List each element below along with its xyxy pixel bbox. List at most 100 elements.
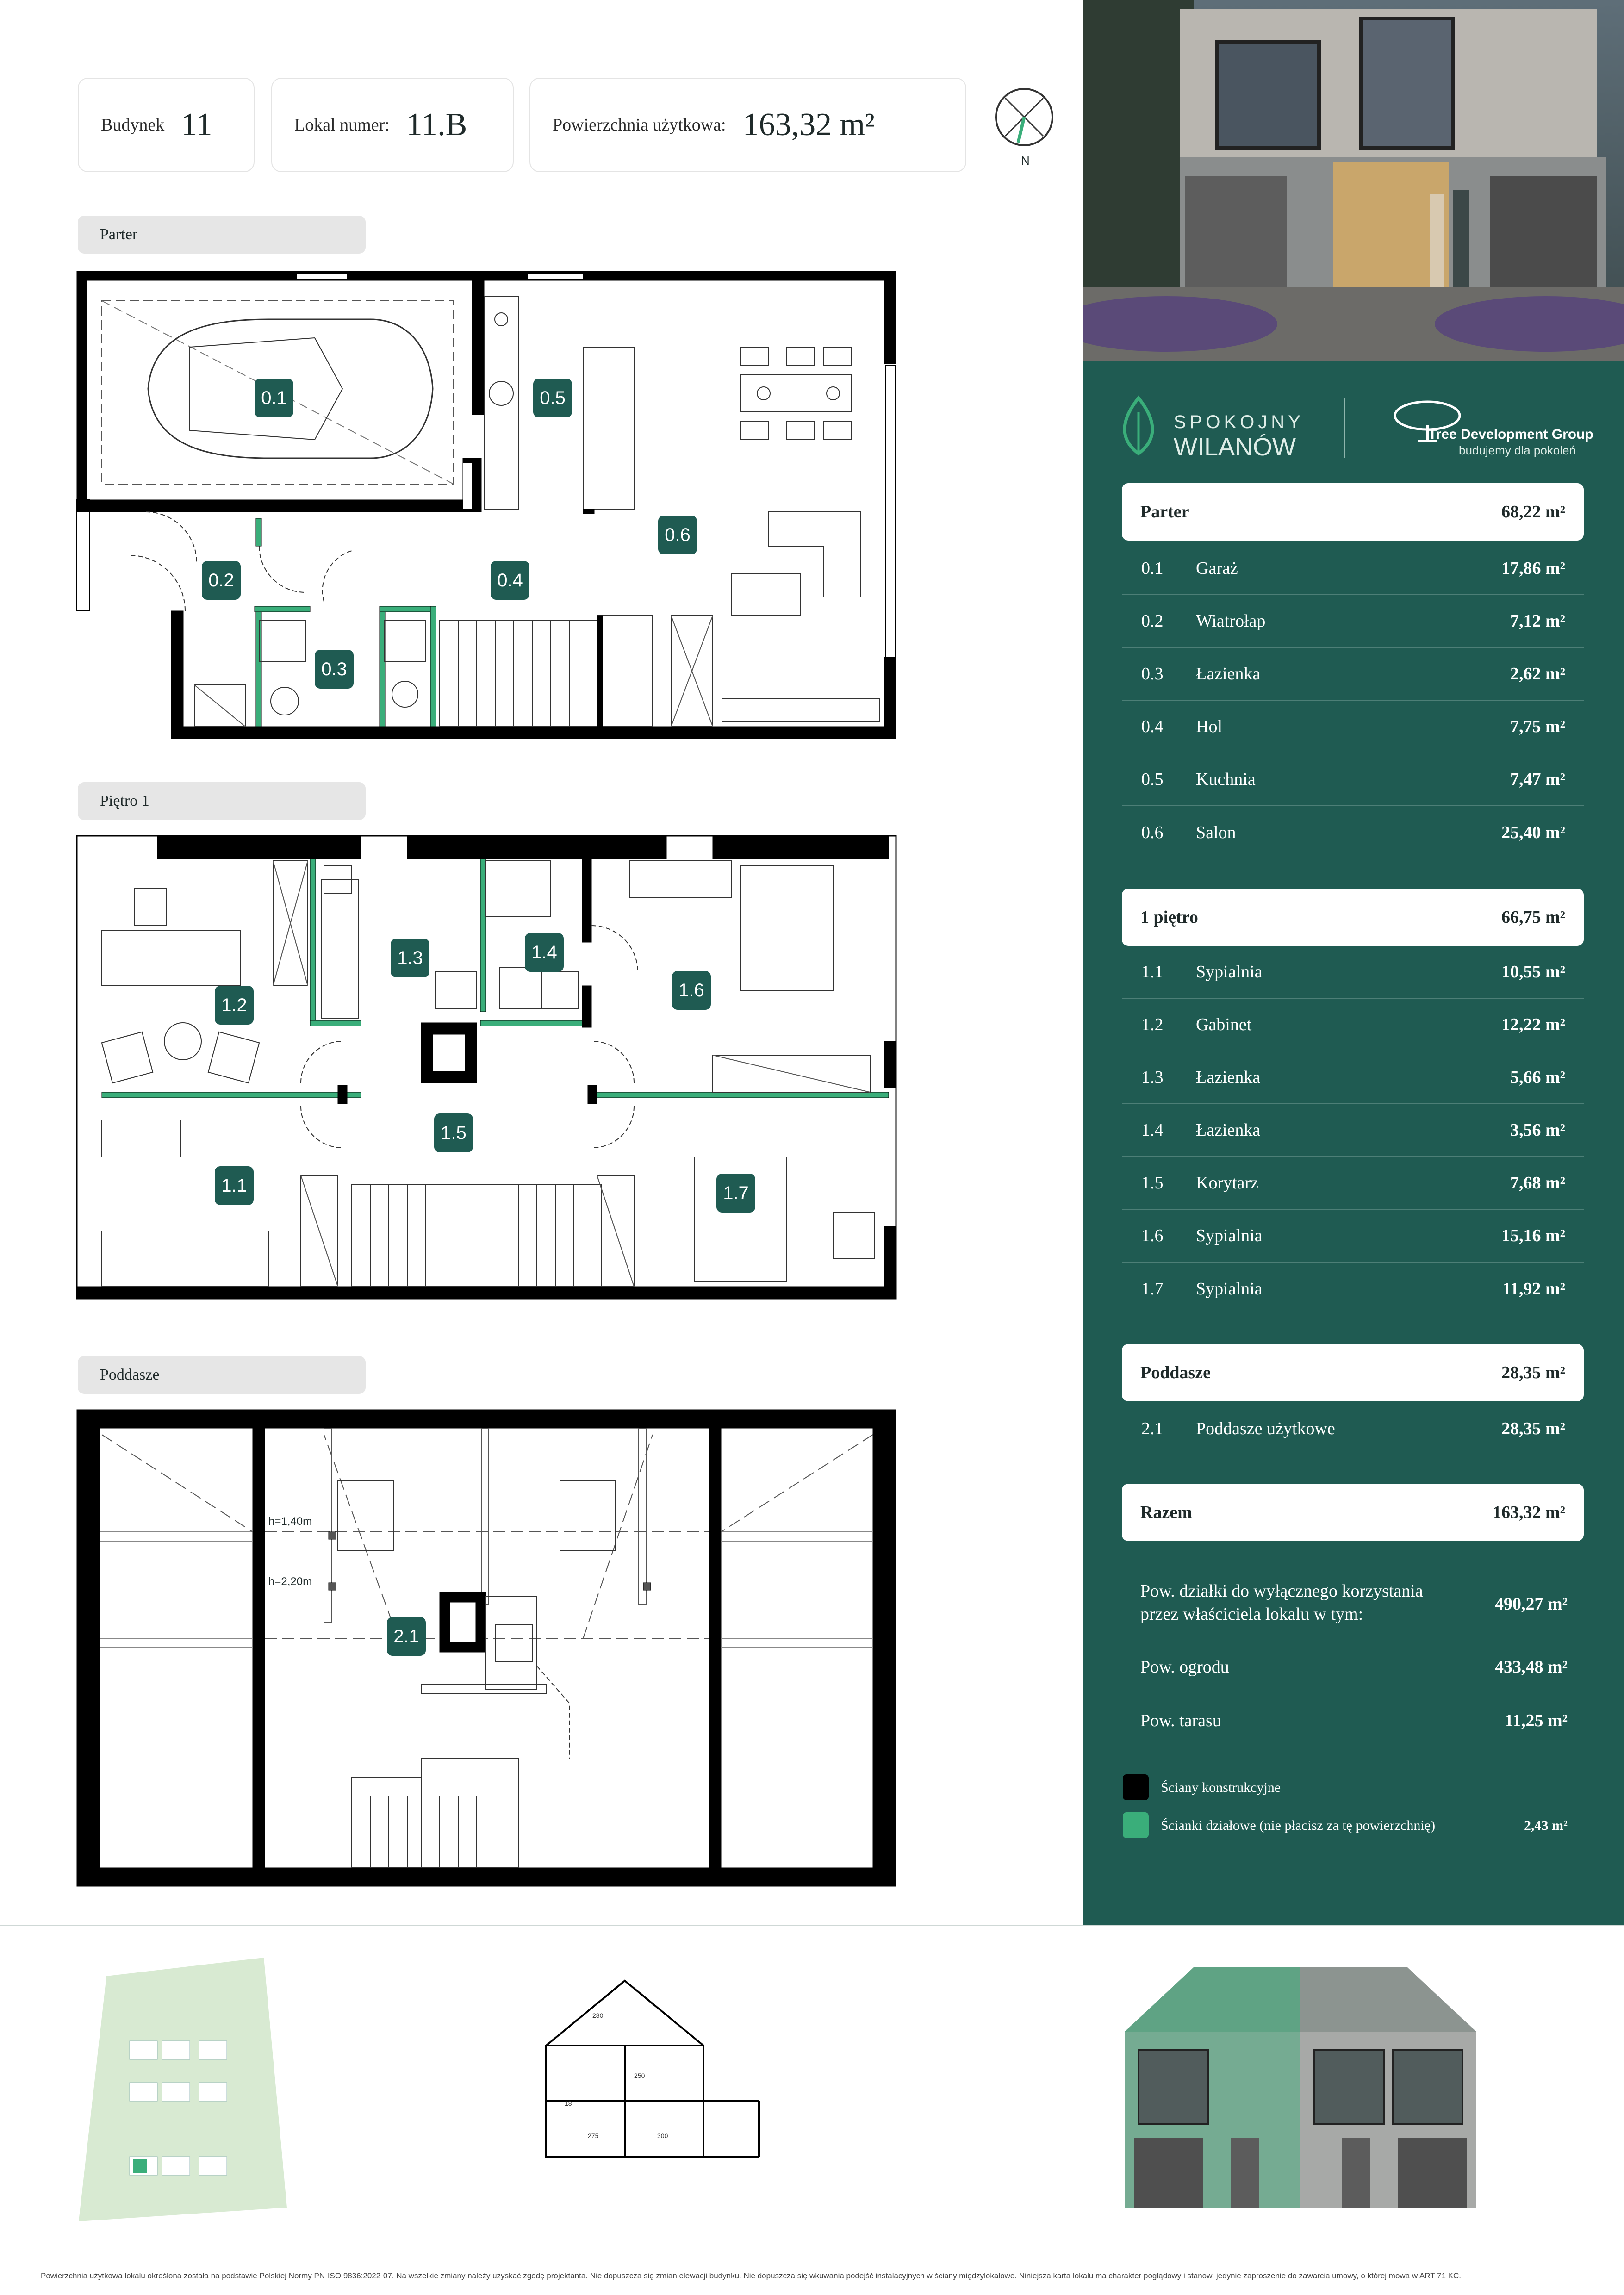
row-no: 0.2 [1141, 611, 1164, 631]
row-area: 7,75 m² [1510, 717, 1565, 736]
table-row: 1.6 Sypialnia 15,16 m² [1122, 1210, 1584, 1263]
ground-floor-tag: Parter [78, 216, 366, 254]
row-no: 1.3 [1141, 1068, 1164, 1087]
table-head-first: 1 piętro 66,75 m² [1122, 889, 1584, 946]
table-head-attic: Poddasze 28,35 m² [1122, 1344, 1584, 1401]
brand-name-line2: WILANÓW [1174, 433, 1296, 461]
row-area: 15,16 m² [1501, 1226, 1565, 1245]
section-dim-5: 300 [657, 2132, 668, 2140]
attic-tag: Poddasze [78, 1356, 366, 1394]
terrace-value: 11,25 m² [1505, 1711, 1568, 1730]
table-head-attic-total: 28,35 m² [1501, 1363, 1565, 1382]
legend-partition-value: 2,43 m² [1524, 1818, 1568, 1833]
row-no: 1.6 [1141, 1226, 1164, 1245]
compass-icon: N [995, 88, 1053, 168]
garden-label: Pow. ogrodu [1140, 1657, 1229, 1677]
row-name: Sypialnia [1196, 1226, 1263, 1245]
plot-label-2: przez właściciela lokalu w tym: [1140, 1605, 1363, 1624]
row-no: 0.5 [1141, 770, 1164, 789]
row-area: 25,40 m² [1501, 823, 1565, 842]
room-badge-1-1: 1.1 [215, 1166, 254, 1205]
row-area: 17,86 m² [1501, 559, 1565, 578]
row-no: 1.1 [1141, 962, 1164, 982]
room-badge-0-6: 0.6 [658, 516, 697, 554]
bottom-separator [0, 1925, 1624, 1926]
area-value: 163,32 m² [742, 107, 875, 143]
table-head-sum-total: 163,32 m² [1492, 1503, 1565, 1522]
section-dim-4: 18 [565, 2100, 572, 2107]
garden-value: 433,48 m² [1494, 1657, 1568, 1677]
legend-partition-label: Ścianki działowe (nie płacisz za tę powi… [1161, 1818, 1436, 1833]
row-area: 7,47 m² [1510, 770, 1565, 789]
row-name: Salon [1196, 823, 1236, 842]
section-dim-1: 280 [592, 2012, 604, 2019]
row-no: 1.2 [1141, 1015, 1164, 1034]
house-elevation-image [1125, 1967, 1476, 2208]
table-row: 1.7 Sypialnia 11,92 m² [1122, 1263, 1584, 1315]
legend-structural-label: Ściany konstrukcyjne [1161, 1780, 1281, 1795]
room-badge-1-3: 1.3 [391, 939, 429, 977]
section-dim-2: 250 [634, 2072, 645, 2079]
building-value: 11 [181, 107, 212, 143]
table-head-attic-title: Poddasze [1140, 1363, 1211, 1382]
room-badge-0-4: 0.4 [491, 561, 529, 600]
row-name: Gabinet [1196, 1015, 1252, 1034]
row-name: Poddasze użytkowe [1196, 1419, 1335, 1438]
attic-plan [74, 1407, 902, 1893]
room-badge-1-6: 1.6 [672, 971, 711, 1010]
unit-label: Lokal numer: [294, 115, 390, 135]
site-plan-image [79, 1958, 287, 2221]
room-badge-1-5: 1.5 [434, 1113, 473, 1152]
leaf-logo-icon [1123, 395, 1154, 456]
row-name: Hol [1196, 717, 1222, 736]
table-head-ground: Parter 68,22 m² [1122, 483, 1584, 541]
row-area: 7,12 m² [1510, 611, 1565, 631]
room-badge-2-1: 2.1 [387, 1617, 426, 1656]
row-area: 11,92 m² [1502, 1279, 1565, 1299]
row-name: Sypialnia [1196, 1279, 1263, 1299]
footer-note: Powierzchnia użytkowa lokalu określona z… [41, 2271, 1462, 2280]
area-label: Powierzchnia użytkowa: [553, 115, 726, 135]
building-box: Budynek 11 [78, 78, 255, 172]
row-no: 1.7 [1141, 1279, 1164, 1299]
room-badge-1-2: 1.2 [215, 986, 254, 1025]
logo-divider [1344, 398, 1345, 458]
cross-section-drawing: 280 250 275 18 300 [545, 1979, 760, 2158]
row-name: Łazienka [1196, 664, 1261, 684]
table-row: 1.1 Sypialnia 10,55 m² [1122, 946, 1584, 999]
building-photo [1083, 0, 1624, 361]
first-floor-tag: Piętro 1 [78, 782, 366, 820]
row-no: 0.4 [1141, 717, 1164, 736]
row-name: Sypialnia [1196, 962, 1263, 982]
table-head-ground-title: Parter [1140, 502, 1189, 522]
compass-north-label: N [1021, 154, 1030, 168]
row-area: 12,22 m² [1501, 1015, 1565, 1034]
room-badge-1-7: 1.7 [716, 1174, 755, 1213]
attic-height-1: h=1,40m [268, 1515, 312, 1528]
section-dim-3: 275 [588, 2132, 599, 2140]
plot-label-1: Pow. działki do wyłącznego korzystania [1140, 1581, 1423, 1601]
tree-logo-icon [1394, 400, 1461, 442]
brand-name-line1: SPOKOJNY [1174, 412, 1304, 432]
unit-box: Lokal numer: 11.B [271, 78, 514, 172]
row-area: 2,62 m² [1510, 664, 1565, 684]
table-row: 1.2 Gabinet 12,22 m² [1122, 999, 1584, 1051]
row-no: 2.1 [1141, 1419, 1164, 1438]
room-badge-1-4: 1.4 [525, 933, 564, 972]
row-area: 10,55 m² [1501, 962, 1565, 982]
first-floor-plan [74, 833, 902, 1305]
row-area: 5,66 m² [1510, 1068, 1565, 1087]
building-label: Budynek [101, 115, 165, 135]
row-no: 0.3 [1141, 664, 1164, 684]
legend-structural-swatch [1123, 1774, 1149, 1800]
room-badge-0-5: 0.5 [533, 379, 572, 417]
row-no: 1.5 [1141, 1173, 1164, 1193]
room-badge-0-1: 0.1 [255, 379, 293, 417]
row-name: Łazienka [1196, 1120, 1261, 1140]
legend-partition-swatch [1123, 1812, 1149, 1838]
row-name: Kuchnia [1196, 770, 1256, 789]
